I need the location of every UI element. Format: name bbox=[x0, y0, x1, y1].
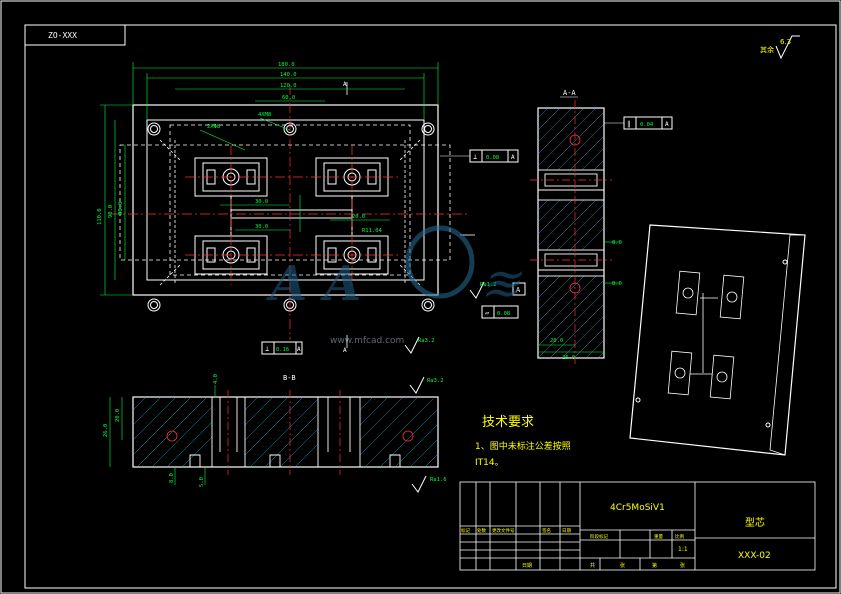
gdt-position: ⊥ 0.16 A bbox=[261, 341, 303, 355]
svg-text:⊥: ⊥ bbox=[473, 153, 477, 161]
section-bb-title: B-B bbox=[283, 374, 296, 382]
roughness-mark-4: Ra1.6 bbox=[430, 477, 447, 483]
section-aa-dims bbox=[538, 241, 620, 353]
bb-dim-5: 5.0 bbox=[199, 477, 205, 487]
roughness-mark-2: Ra3.2 bbox=[418, 338, 435, 344]
svg-text:⊥: ⊥ bbox=[265, 345, 269, 353]
dim-30-a: 30.0 bbox=[255, 199, 268, 205]
title-block bbox=[459, 481, 816, 571]
plan-dimension-text: 180.0 140.0 120.0 60.0 110.0 90.0 80.0 3… bbox=[97, 62, 383, 234]
drawing-code-box: ZO-XXX bbox=[24, 24, 126, 46]
tb-weight: 重量 bbox=[654, 533, 663, 540]
roughness-symbol-general: 其余 6.3 bbox=[760, 35, 800, 60]
dim-110: 110.0 bbox=[97, 208, 103, 225]
tb-hdr-mark: 标记 bbox=[461, 527, 470, 534]
roughness-mark-3: Ra3.2 bbox=[427, 378, 444, 384]
tb-ratio: 比例 bbox=[675, 533, 684, 540]
svg-text:≋: ≋ bbox=[480, 256, 523, 312]
isometric-view bbox=[629, 224, 806, 456]
plan-dimensions bbox=[100, 62, 439, 296]
dim-30-b: 30.0 bbox=[255, 224, 268, 230]
svg-text:A A: A A bbox=[266, 256, 361, 312]
tol-pos-datum: A bbox=[297, 346, 301, 353]
roughness-value: 6.3 bbox=[780, 38, 791, 46]
hole-note-r11: R11.04 bbox=[362, 228, 383, 234]
tb-hdr-date: 日期 bbox=[562, 528, 571, 534]
dim-60: 60.0 bbox=[282, 95, 295, 101]
tb-hdr-count: 处数 bbox=[477, 527, 486, 534]
dim-120: 120.0 bbox=[280, 83, 297, 89]
section-a-mark-top: A bbox=[343, 81, 347, 88]
tol-flat: 0.08 bbox=[497, 311, 510, 317]
dim-180: 180.0 bbox=[278, 62, 295, 68]
tb-approve: 日期 bbox=[522, 563, 532, 569]
bb-dim-4: 4.0 bbox=[213, 374, 219, 384]
tech-requirements: 技术要求 1、图中未标注公差按照 IT14。 bbox=[475, 415, 571, 468]
section-bb-view: B-B bbox=[132, 374, 439, 475]
datum-a-box: A bbox=[516, 286, 521, 294]
tol-perp-datum: A bbox=[511, 154, 515, 161]
gdt-flatness: ▱ 0.08 A bbox=[481, 282, 526, 319]
hole-note-phi8: 2XΦ8 bbox=[207, 124, 220, 130]
roughness-labels-bb: Ra3.2 Ra1.6 bbox=[409, 376, 447, 493]
watermark-logo: A A ≋ www.mfcad.com bbox=[266, 225, 523, 346]
tb-hdr-zone: 更改文件号 bbox=[492, 527, 515, 534]
roughness-note: 其余 bbox=[760, 45, 774, 54]
bb-dim-20: 20.0 bbox=[115, 409, 121, 422]
drawing-code-text: ZO-XXX bbox=[48, 31, 77, 40]
gdt-perpendicularity: ⊥ 0.08 A bbox=[440, 149, 519, 163]
tb-part-name: 型芯 bbox=[745, 516, 765, 529]
dim-20: 20.0 bbox=[352, 214, 365, 220]
dim-140: 140.0 bbox=[280, 72, 297, 78]
roughness-mark-1: Ra1.2 bbox=[480, 282, 497, 288]
plan-view: A A bbox=[110, 81, 475, 354]
bb-dim-8: 8.0 bbox=[169, 473, 175, 483]
hole-note-m8: 4XM8 bbox=[258, 112, 271, 118]
tol-pos: 0.16 bbox=[276, 347, 289, 353]
gdt-parallelism: ∥ 0.04 A bbox=[604, 116, 673, 130]
bb-dim-26: 26.0 bbox=[103, 424, 109, 437]
tb-hdr-sign: 签名 bbox=[542, 527, 551, 534]
dim-90: 90.0 bbox=[108, 205, 114, 218]
tb-sheet-2: 张 bbox=[680, 562, 685, 569]
section-aa-view: A-A bbox=[530, 89, 612, 365]
svg-text:∥: ∥ bbox=[627, 120, 631, 128]
tech-req-title: 技术要求 bbox=[482, 415, 534, 430]
tb-drawing-number: XXX-02 bbox=[738, 551, 771, 561]
tb-scale: 1:1 bbox=[678, 546, 688, 553]
tol-par-datum: A bbox=[665, 121, 669, 128]
tech-req-line2: IT14。 bbox=[475, 458, 504, 468]
watermark-text: www.mfcad.com bbox=[330, 336, 404, 346]
tech-req-line1: 1、图中未标注公差按照 bbox=[475, 440, 571, 452]
dim-80: 80.0 bbox=[118, 202, 124, 215]
roughness-labels-plan: Ra1.2 Ra3.2 bbox=[404, 281, 497, 354]
section-bb-dims bbox=[109, 385, 216, 485]
tb-sheet-no: 第 bbox=[652, 562, 657, 569]
tb-sheet: 张 bbox=[620, 562, 625, 569]
aa-dim-26: 26.0 bbox=[562, 355, 575, 361]
title-block-text: 4Cr5MoSiV1 型芯 XXX-02 1:1 标记 处数 更改文件号 签名 … bbox=[461, 503, 771, 569]
inner-border bbox=[24, 24, 837, 589]
tb-material: 4Cr5MoSiV1 bbox=[610, 503, 665, 513]
tb-stage-mark: 阶段标记 bbox=[590, 533, 608, 540]
aa-dim-20: 20.0 bbox=[550, 338, 563, 344]
svg-text:▱: ▱ bbox=[485, 309, 490, 317]
aa-dim-8a: 8.0 bbox=[612, 240, 622, 246]
tol-perp: 0.08 bbox=[486, 155, 499, 161]
tol-par: 0.04 bbox=[640, 122, 654, 128]
section-aa-title: A-A bbox=[563, 89, 576, 97]
tb-sheets: 共 bbox=[590, 562, 595, 569]
aa-dim-8b: 8.0 bbox=[612, 281, 622, 287]
section-a-mark-bottom: A bbox=[343, 347, 347, 354]
